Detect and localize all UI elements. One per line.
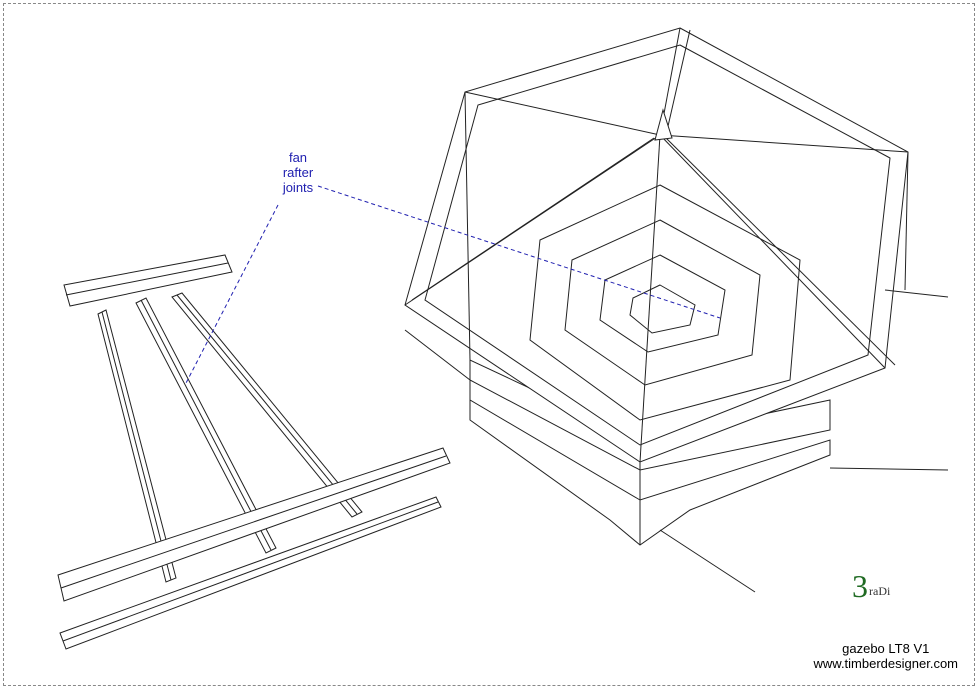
title-block: gazebo LT8 V1 www.timberdesigner.com	[814, 641, 959, 671]
website-link: www.timberdesigner.com	[813, 656, 959, 671]
logo-numeral: 3	[852, 568, 868, 604]
roof-outer	[404, 27, 909, 463]
annotation-line: joints	[282, 180, 314, 195]
long-beam	[57, 447, 451, 602]
annotation-line: rafter	[282, 165, 314, 180]
annotation-line: fan	[288, 150, 308, 165]
model-name: gazebo LT8 V1	[842, 641, 930, 656]
logo-letters: raDi	[869, 584, 891, 598]
fan-rafter-joints-label: fan rafter joints	[268, 150, 328, 195]
base-foot	[469, 399, 831, 546]
apex-finial	[654, 108, 673, 141]
gazebo-model	[404, 27, 949, 593]
drawing-border	[3, 3, 975, 686]
annotation-leaders	[184, 185, 721, 386]
long-rail	[59, 496, 442, 650]
floor-opening	[529, 184, 801, 421]
roof-inner	[424, 44, 891, 446]
loose-timber-parts	[57, 254, 451, 650]
main-rafters	[404, 27, 909, 463]
short-beam	[63, 254, 233, 307]
